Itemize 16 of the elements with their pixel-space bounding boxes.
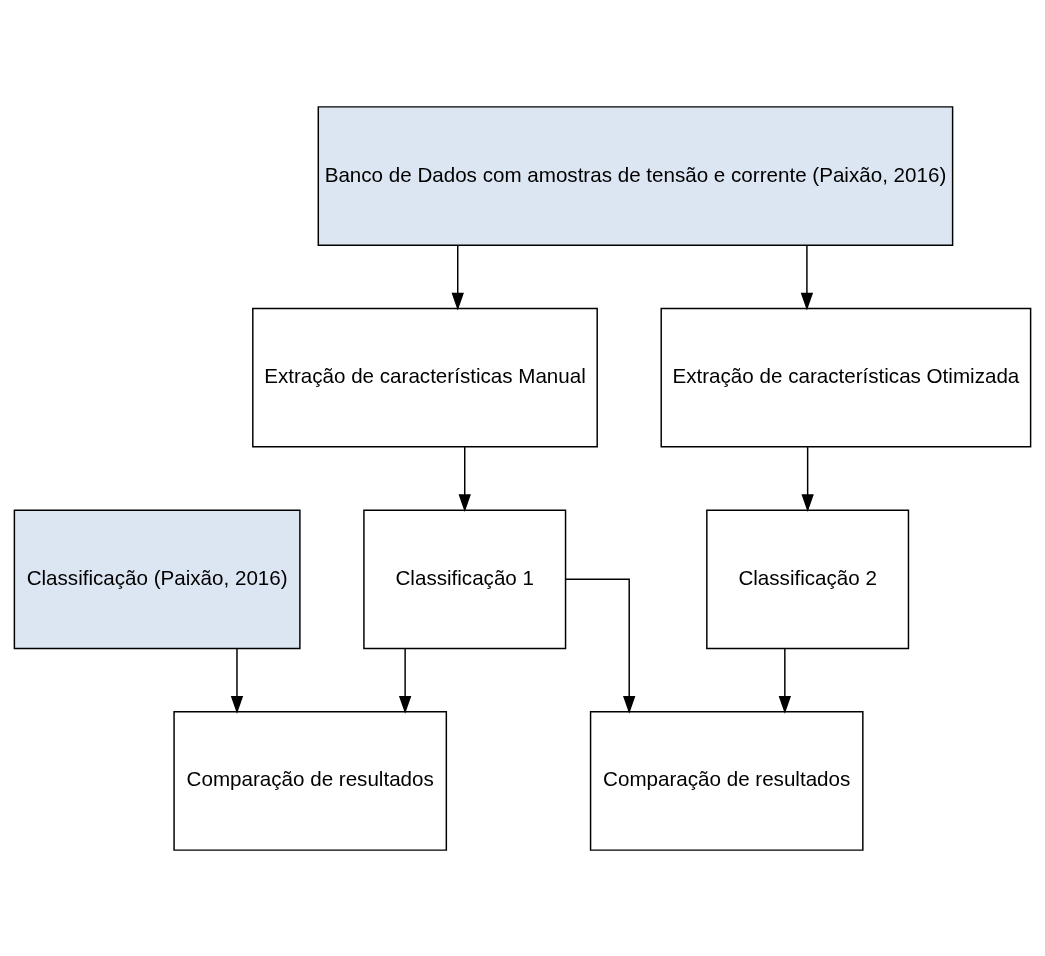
- node-box: Classificação (Paixão, 2016): [13, 508, 301, 649]
- node-box: Extração de características Manual: [252, 307, 598, 448]
- arrow: [398, 647, 412, 714]
- node-box: Classificação 1: [363, 508, 567, 649]
- arrow: [451, 244, 464, 310]
- node-box: Comparação de resultados: [173, 710, 448, 851]
- node-box: Extração de características Otimizada: [660, 307, 1032, 448]
- node-box: Comparação de resultados: [589, 710, 864, 851]
- arrow: [230, 647, 244, 714]
- arrow: [458, 445, 471, 512]
- node-box: Banco de Dados com amostras de tensão e corrente (Paixão, 2016): [317, 105, 954, 246]
- arrow: [801, 445, 814, 512]
- arrow: [564, 578, 636, 714]
- arrow: [778, 647, 792, 714]
- arrow: [800, 244, 814, 310]
- node-box: Classificação 2: [706, 508, 910, 649]
